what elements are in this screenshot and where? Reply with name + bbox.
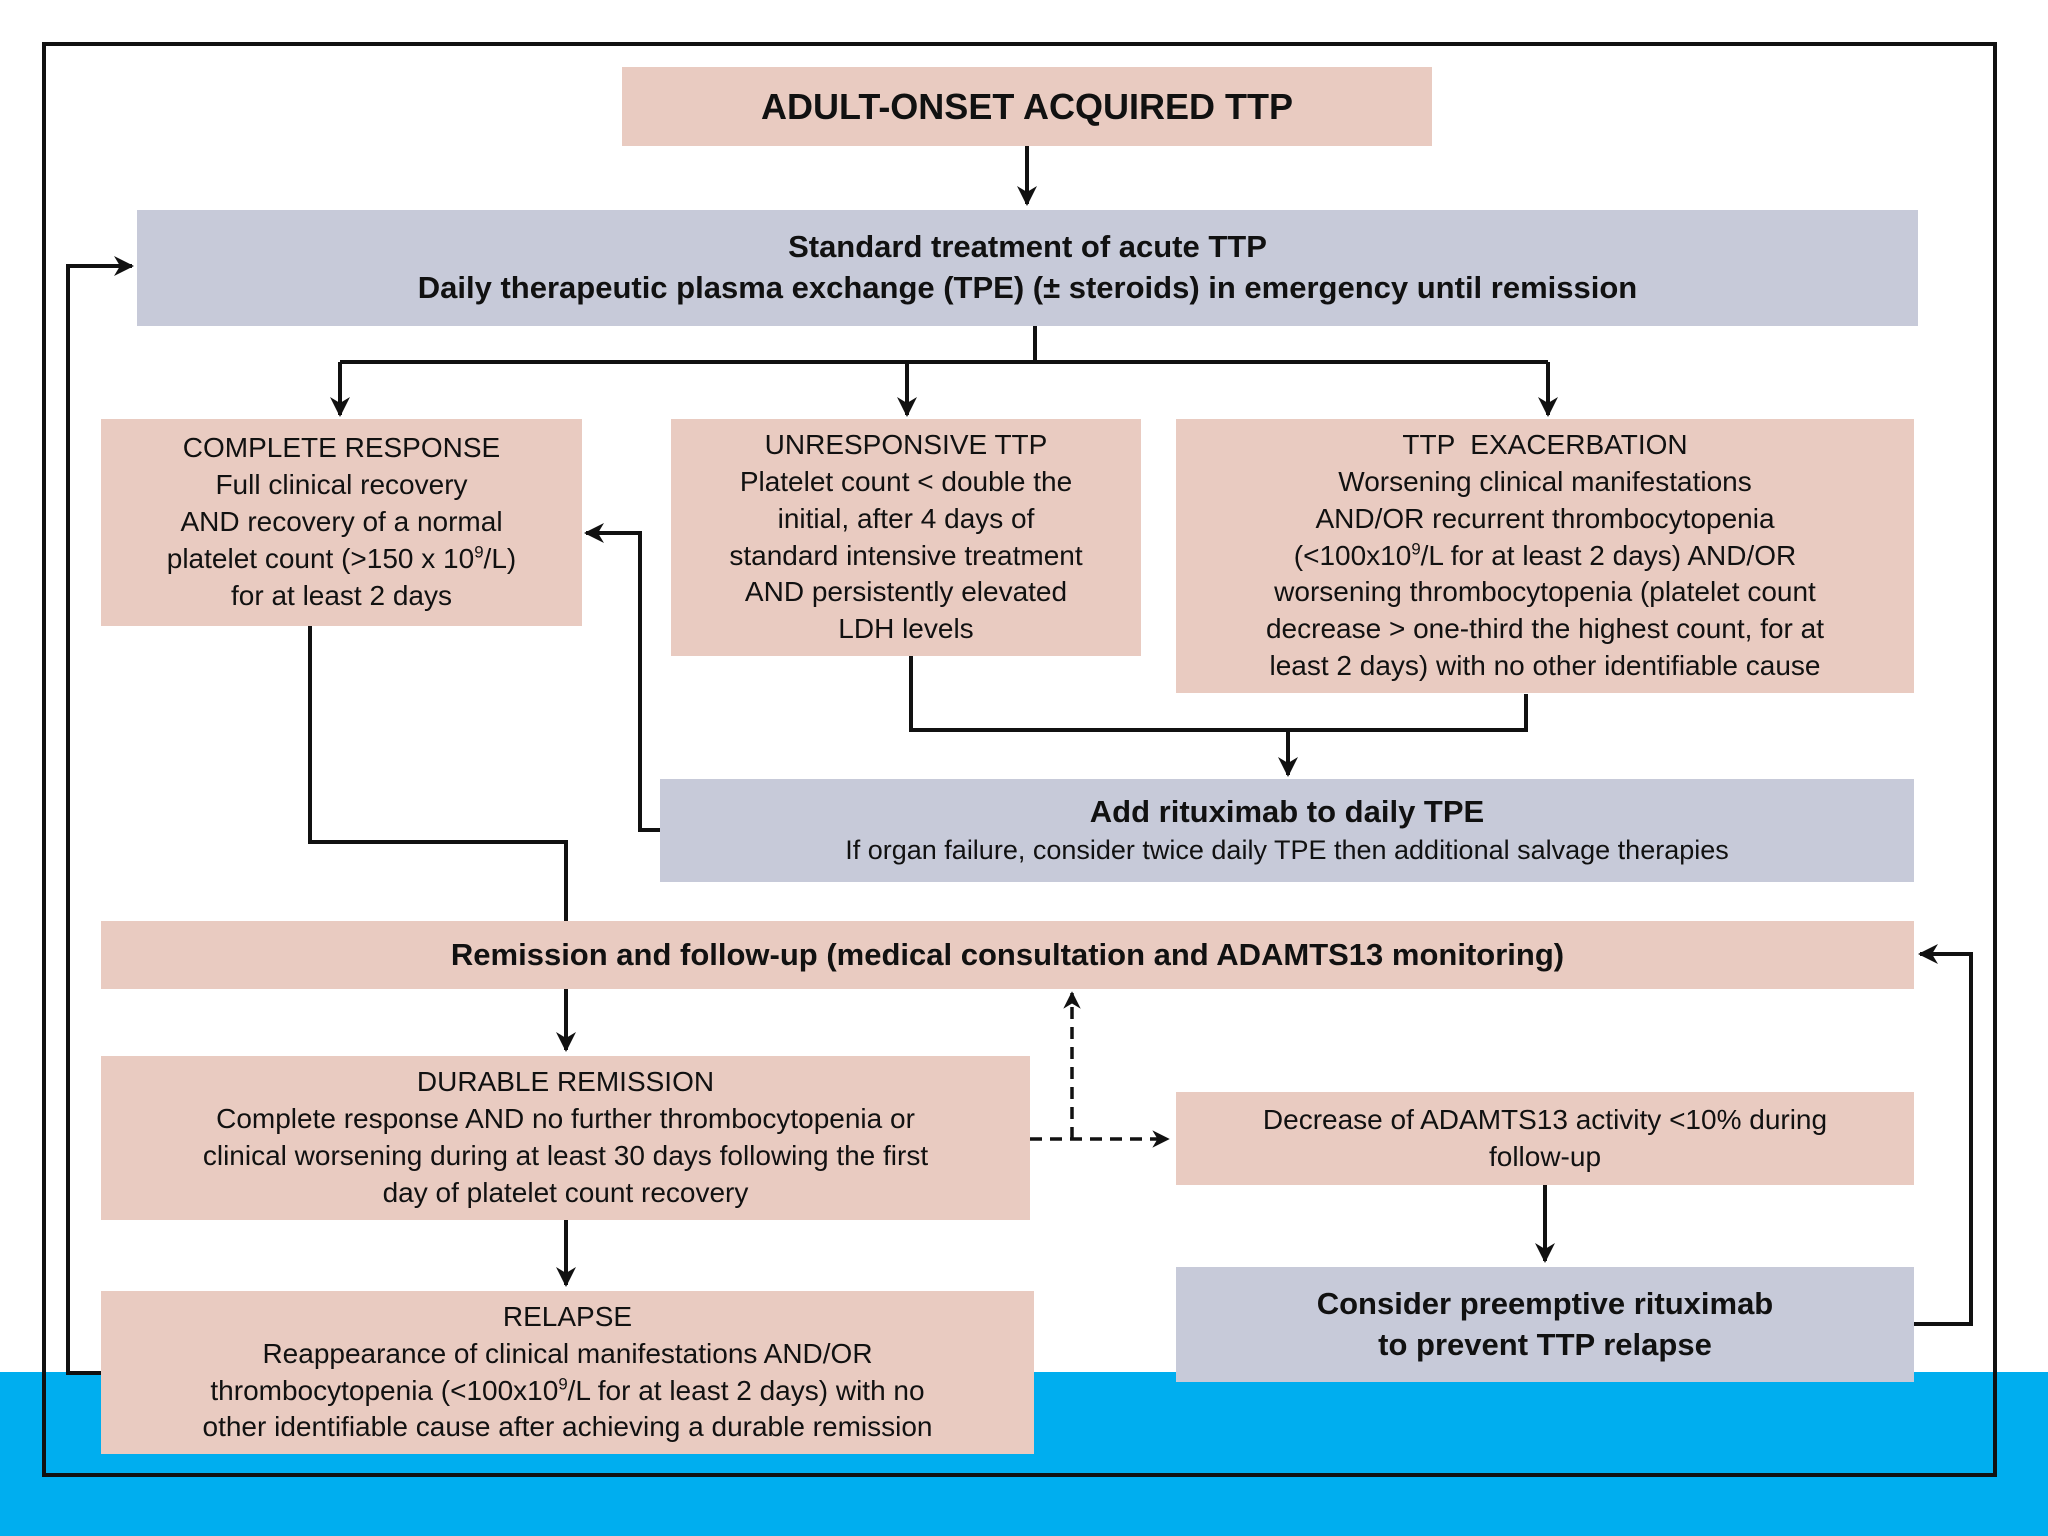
relapse-heading: RELAPSE: [502, 1300, 633, 1332]
relapse-platelet-line: thrombocytopenia (<100x109/L for at leas…: [210, 1374, 925, 1406]
exacerbation-line: decrease > one-third the highest count, …: [1265, 613, 1825, 645]
adamts13-line: Decrease of ADAMTS13 activity <10% durin…: [1262, 1103, 1828, 1135]
exacerbation-line: AND/OR recurrent thrombocytopenia: [1315, 502, 1775, 534]
preemptive-line: Consider preemptive rituximab: [1316, 1285, 1774, 1321]
exacerbation-line: worsening thrombocytopenia (platelet cou…: [1274, 576, 1816, 608]
remission-followup-text: Remission and follow-up (medical consult…: [450, 936, 1565, 972]
add-rituximab-subtitle: If organ failure, consider twice daily T…: [845, 835, 1729, 866]
arrow-rituximab-to-complete-response: [584, 523, 660, 832]
exacerbation-line: Worsening clinical manifestations: [1338, 465, 1752, 497]
standard-treatment-detail: Daily therapeutic plasma exchange (TPE) …: [417, 270, 1638, 305]
relapse-line: other identifiable cause after achieving…: [202, 1411, 933, 1443]
exacerbation-heading: TTP EXACERBATION: [1402, 428, 1688, 460]
diagram-frame: [42, 42, 1997, 1477]
unresponsive-line: AND persistently elevated: [744, 576, 1068, 608]
unresponsive-ttp-box: UNRESPONSIVE TTP Platelet count < double…: [671, 419, 1141, 656]
complete-response-box: COMPLETE RESPONSE Full clinical recovery…: [101, 419, 582, 626]
standard-treatment-box: Standard treatment of acute TTP Daily th…: [137, 210, 1918, 326]
adamts13-line: follow-up: [1488, 1140, 1602, 1172]
unresponsive-heading: UNRESPONSIVE TTP: [764, 428, 1048, 460]
exacerbation-line: least 2 days) with no other identifiable…: [1269, 650, 1821, 682]
complete-response-line: AND recovery of a normal: [180, 506, 503, 538]
durable-remission-box: DURABLE REMISSION Complete response AND …: [101, 1056, 1030, 1220]
durable-line: day of platelet count recovery: [382, 1176, 749, 1208]
preemptive-rituximab-box: Consider preemptive rituximab to prevent…: [1176, 1267, 1914, 1382]
preemptive-line: to prevent TTP relapse: [1378, 1326, 1712, 1362]
durable-heading: DURABLE REMISSION: [416, 1066, 715, 1098]
merge-to-rituximab: [909, 656, 1528, 775]
remission-followup-box: Remission and follow-up (medical consult…: [101, 921, 1914, 989]
arrow-relapse-to-standard: [66, 256, 134, 1375]
branch-connector: [340, 326, 1548, 364]
relapse-box: RELAPSE Reappearance of clinical manifes…: [101, 1291, 1034, 1454]
durable-line: clinical worsening during at least 30 da…: [202, 1140, 929, 1171]
complete-response-heading: COMPLETE RESPONSE: [182, 432, 501, 464]
complete-response-line: Full clinical recovery: [215, 469, 468, 501]
add-rituximab-title: Add rituximab to daily TPE: [1089, 794, 1485, 830]
arrow-preemptive-to-remission: [1914, 944, 1973, 1326]
standard-treatment-title: Standard treatment of acute TTP: [788, 229, 1267, 265]
unresponsive-line: initial, after 4 days of: [777, 502, 1035, 534]
ttp-exacerbation-box: TTP EXACERBATION Worsening clinical mani…: [1176, 419, 1914, 693]
complete-response-platelet-line: platelet count (>150 x 109/L): [166, 542, 517, 574]
title-box: ADULT-ONSET ACQUIRED TTP: [622, 67, 1432, 146]
relapse-line: Reappearance of clinical manifestations …: [262, 1337, 873, 1369]
unresponsive-line: standard intensive treatment: [729, 539, 1083, 571]
durable-line: Complete response AND no further thrombo…: [216, 1103, 915, 1135]
add-rituximab-box: Add rituximab to daily TPE If organ fail…: [660, 779, 1914, 882]
line-complete-response-to-remission: [308, 626, 568, 921]
title-text: ADULT-ONSET ACQUIRED TTP: [761, 85, 1293, 127]
exacerbation-platelet-line: (<100x109/L for at least 2 days) AND/OR: [1293, 539, 1797, 571]
unresponsive-line: LDH levels: [838, 613, 974, 645]
adamts13-decrease-box: Decrease of ADAMTS13 activity <10% durin…: [1176, 1092, 1914, 1185]
complete-response-line: for at least 2 days: [230, 579, 452, 611]
unresponsive-line: Platelet count < double the: [739, 465, 1073, 497]
